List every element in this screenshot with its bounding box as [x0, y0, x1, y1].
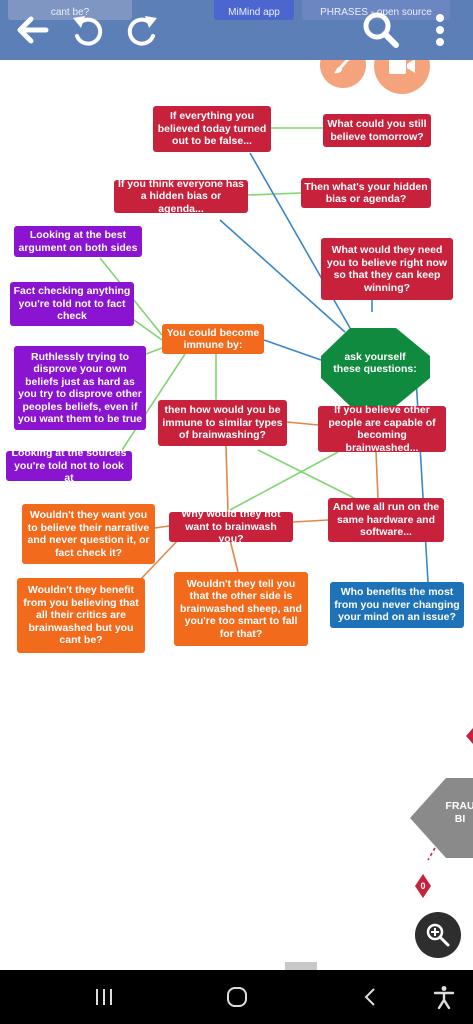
recents-button[interactable] [84, 980, 124, 1014]
app-toolbar: cant be? MiMind app PHRASES - open sourc… [0, 0, 473, 60]
node-then-how[interactable]: then how would you be immune to similar … [158, 400, 287, 446]
brush-icon [334, 60, 350, 74]
node-fact-checking[interactable]: Fact checking anything you're told not t… [10, 282, 134, 326]
mind-map-canvas[interactable]: If everything you believed today turned … [0, 60, 473, 970]
node-and-we-all[interactable]: And we all run on the same hardware and … [328, 498, 444, 542]
zoom-in-icon [426, 923, 450, 947]
edge-why-and [292, 519, 329, 523]
back-button[interactable] [10, 8, 56, 52]
peek-middle-text: MiMind app [228, 7, 280, 18]
accessibility-button[interactable] [424, 980, 464, 1014]
node-fraud-partial[interactable]: FRAU BI [445, 800, 473, 825]
badge-zero-label: 0 [420, 880, 426, 891]
redo-icon [127, 16, 157, 46]
edge-and-we-all [375, 451, 379, 499]
edge-ruthlessly [145, 347, 163, 355]
node-if-everything[interactable]: If everything you believed today turned … [153, 106, 271, 152]
edge-why-from-believe [229, 451, 339, 511]
peek-left-text: cant be? [50, 7, 90, 18]
edge-then-whats [247, 192, 302, 196]
node-then-whats[interactable]: Then what's your hidden bias or agenda? [301, 178, 431, 208]
node-why-would-not[interactable]: Why would they not want to brainwash you… [169, 508, 293, 545]
node-ask-yourself[interactable]: ask yourself these questions: [333, 350, 417, 376]
node-wouldnt-tell[interactable]: Wouldn't they tell you that the other si… [174, 572, 308, 646]
zoom-in-button[interactable] [415, 912, 461, 958]
undo-icon [73, 16, 103, 46]
edge-and-to-then-how [257, 449, 371, 507]
edge-if-think [219, 219, 346, 333]
peek-right-text: PHRASES - open source [320, 7, 432, 18]
node-if-believe-other[interactable]: If you believe other people are capable … [318, 404, 446, 454]
edge-wouldnt-want [154, 525, 170, 529]
peek-card-left: cant be? [8, 0, 132, 20]
node-if-think-bias[interactable]: If you think everyone has a hidden bias … [114, 178, 248, 215]
edge-you-could [263, 339, 322, 361]
peek-card-middle: MiMind app [214, 0, 294, 20]
undo-button[interactable] [64, 8, 110, 52]
node-looking-sources[interactable]: Looking at the sources you're told not t… [6, 447, 132, 484]
video-icon [389, 60, 415, 74]
back-nav-icon [364, 988, 375, 1006]
recents-icon [96, 989, 112, 1005]
home-button[interactable] [217, 980, 257, 1014]
node-who-benefits[interactable]: Who benefits the most from you never cha… [330, 582, 464, 628]
edge-diamond-marker [466, 728, 473, 744]
badge-diamond [415, 874, 431, 898]
system-navigation-bar [0, 970, 473, 1024]
node-ruthlessly[interactable]: Ruthlessly trying to disprove your own b… [14, 346, 146, 430]
back-arrow-icon [17, 16, 49, 44]
search-icon [363, 12, 399, 48]
ask-yourself-octagon [321, 328, 430, 406]
accessibility-icon [433, 986, 455, 1009]
more-vert-icon [436, 14, 444, 46]
redo-button[interactable] [120, 8, 166, 52]
back-nav-button[interactable] [350, 980, 390, 1014]
edge-wouldnt-tell [229, 539, 239, 573]
peek-card-right: PHRASES - open source [302, 0, 450, 20]
node-you-could[interactable]: You could become immune by: [162, 324, 264, 354]
node-looking-best[interactable]: Looking at the best argument on both sid… [14, 226, 142, 257]
edge-looking-sources [121, 353, 186, 451]
edge-why [225, 445, 229, 513]
more-options-button[interactable] [420, 8, 460, 52]
edge-wouldnt-benefit [139, 537, 181, 581]
home-icon [227, 987, 247, 1007]
node-wouldnt-want[interactable]: Wouldn't they want you to believe their … [22, 504, 155, 564]
edge-then-how [286, 421, 319, 426]
search-button[interactable] [358, 8, 404, 52]
scroll-handle[interactable] [285, 962, 317, 970]
node-wouldnt-benefit[interactable]: Wouldn't they benefit from you believing… [17, 578, 145, 653]
node-what-could[interactable]: What could you still believe tomorrow? [323, 114, 431, 147]
node-what-would-need[interactable]: What would they need you to believe righ… [321, 238, 453, 300]
fraud-node-shape [410, 778, 473, 858]
